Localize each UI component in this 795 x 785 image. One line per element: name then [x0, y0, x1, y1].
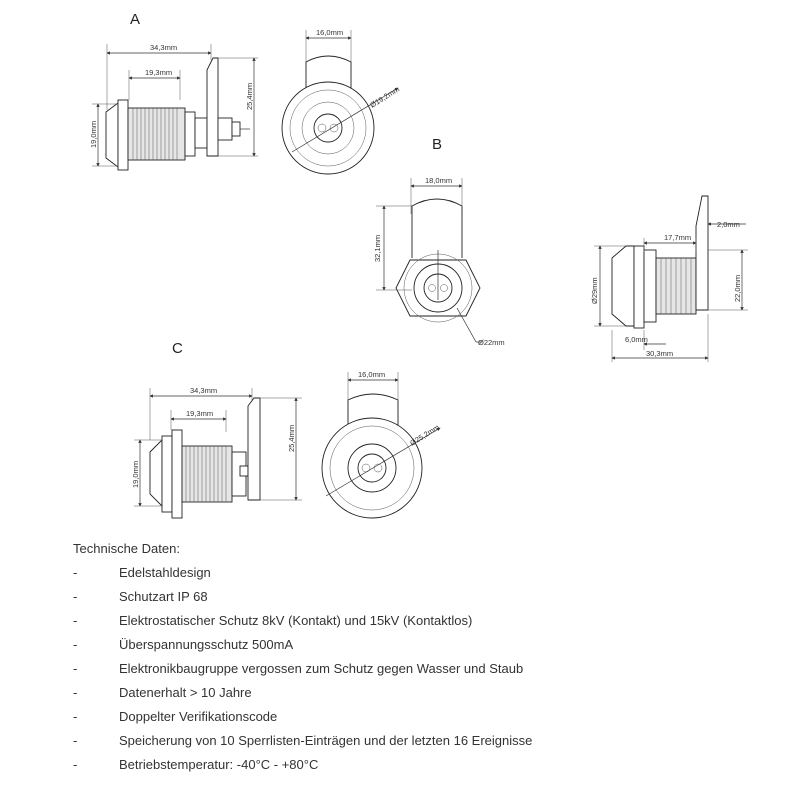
- spec-text: Überspannungsschutz 500mA: [119, 637, 294, 652]
- view-b-side-drawing: [594, 195, 748, 362]
- view-b: B 18,0mm 32,1mm Ø22mm: [373, 136, 748, 362]
- spec-item: - Betriebstemperatur: -40°C - +80°C: [73, 756, 773, 780]
- view-a-dim-width-top: 16,0mm: [316, 28, 343, 37]
- spec-bullet: -: [73, 661, 78, 676]
- spec-bullet: -: [73, 613, 78, 628]
- view-b-dim-overall-length: 30,3mm: [646, 349, 673, 358]
- view-c-front-drawing: [321, 372, 441, 519]
- spec-bullet: -: [73, 757, 78, 772]
- spec-text: Schutzart IP 68: [119, 589, 208, 604]
- view-a-front-drawing: [281, 30, 399, 175]
- spec-bullet: -: [73, 589, 78, 604]
- technical-specs: Technische Daten: - Edelstahldesign - Schu…: [73, 540, 773, 780]
- view-a-dim-body-length: 19,3mm: [145, 68, 172, 77]
- view-a-side-drawing: [92, 44, 258, 171]
- view-a-label: A: [130, 11, 140, 28]
- spec-item: - Doppelter Verifikationscode: [73, 708, 773, 732]
- spec-text: Datenerhalt > 10 Jahre: [119, 685, 252, 700]
- view-b-dim-diameter-side: Ø29mm: [590, 277, 599, 304]
- specs-heading: Technische Daten:: [73, 541, 180, 556]
- view-a-dim-diameter-side: 19,0mm: [89, 121, 98, 148]
- spec-item: - Überspannungsschutz 500mA: [73, 636, 773, 660]
- view-c: C: [131, 340, 441, 519]
- view-c-side-drawing: [134, 388, 302, 519]
- spec-bullet: -: [73, 733, 78, 748]
- view-a-dim-height: 25,4mm: [245, 83, 254, 110]
- view-a: A: [89, 11, 401, 175]
- view-c-dim-body-length: 19,3mm: [186, 409, 213, 418]
- view-b-label: B: [432, 136, 442, 153]
- view-c-dim-diameter-front: Ø25,2mm: [408, 423, 441, 448]
- spec-item: - Edelstahldesign: [73, 564, 773, 588]
- view-b-dim-height: 32,1mm: [373, 235, 382, 262]
- spec-text: Edelstahldesign: [119, 565, 211, 580]
- view-b-dim-width-top: 18,0mm: [425, 176, 452, 185]
- view-c-label: C: [172, 340, 183, 357]
- spec-item: - Speicherung von 10 Sperrlisten-Einträge…: [73, 732, 773, 756]
- view-b-dim-diameter-front: Ø22mm: [478, 338, 505, 347]
- spec-text: Elektrostatischer Schutz 8kV (Kontakt) u…: [119, 613, 473, 628]
- spec-item: - Elektronikbaugruppe vergossen zum Schut…: [73, 660, 773, 684]
- spec-text: Speicherung von 10 Sperrlisten-Einträgen…: [119, 733, 533, 748]
- view-c-dim-diameter-side: 19,0mm: [131, 461, 140, 488]
- view-b-dim-tongue: 2,0mm: [717, 220, 740, 229]
- view-a-dim-overall-length: 34,3mm: [150, 43, 177, 52]
- view-b-dim-thread: 17,7mm: [664, 233, 691, 242]
- view-b-dim-flange: 6,0mm: [625, 335, 648, 344]
- spec-bullet: -: [73, 709, 78, 724]
- spec-item: - Elektrostatischer Schutz 8kV (Kontakt) …: [73, 612, 773, 636]
- view-c-dim-width-top: 16,0mm: [358, 370, 385, 379]
- spec-text: Elektronikbaugruppe vergossen zum Schutz…: [119, 661, 524, 676]
- spec-item: - Datenerhalt > 10 Jahre: [73, 684, 773, 708]
- spec-bullet: -: [73, 565, 78, 580]
- view-c-dim-overall-length: 34,3mm: [190, 386, 217, 395]
- view-b-dim-cam-height: 22,0mm: [733, 275, 742, 302]
- spec-text: Doppelter Verifikationscode: [119, 709, 278, 724]
- spec-text: Betriebstemperatur: -40°C - +80°C: [119, 757, 319, 772]
- spec-bullet: -: [73, 685, 78, 700]
- view-a-dim-diameter-front: Ø19,2mm: [368, 85, 401, 110]
- view-c-dim-height: 25,4mm: [287, 425, 296, 452]
- spec-item: - Schutzart IP 68: [73, 588, 773, 612]
- spec-bullet: -: [73, 637, 78, 652]
- view-b-front-drawing: [376, 178, 482, 343]
- technical-drawings: A: [89, 11, 748, 519]
